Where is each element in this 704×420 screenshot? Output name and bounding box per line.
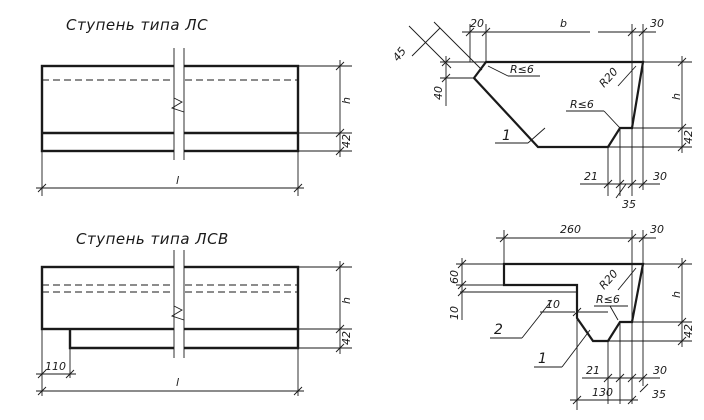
dim-42: 42 [682,324,695,338]
dim-42: 42 [340,331,353,345]
dim-60: 60 [448,270,461,284]
section-ls-profile [472,60,645,149]
dim-35: 35 [652,388,666,401]
r6-inner: R≤6 [570,98,594,111]
dim-h: h [670,93,683,100]
dim-40: 40 [432,86,445,100]
callout-1: 1 [502,128,511,144]
dim-30-top: 30 [650,223,664,236]
dim-h: h [670,291,683,298]
break-symbol [170,305,185,321]
dim-110: 110 [45,360,66,373]
dim-10-inner: 10 [546,298,560,311]
callout-2: 2 [494,322,503,338]
dim-130: 130 [592,386,613,399]
break-symbol [170,97,185,113]
r6: R≤6 [596,293,620,306]
view-ls: h 42 l [36,48,353,196]
dim-35: 35 [622,198,636,211]
dim-42: 42 [340,134,353,148]
dim-l: l [176,174,179,187]
dim-l: l [176,376,179,389]
dim-h: h [340,297,353,304]
section-lsv: 260 30 60 10 10 R20 R≤6 h 42 [448,223,695,410]
section-ls: 20 b 30 45 40 R≤6 R20 R≤6 h 42 [390,17,695,211]
dim-h: h [340,97,353,104]
callout-1: 1 [538,351,547,367]
dim-30-bottom: 30 [653,364,667,377]
dim-45: 45 [390,45,409,64]
dim-30-top: 30 [650,17,664,30]
dim-21: 21 [586,364,600,377]
section-lsv-profile [502,262,645,343]
dim-21: 21 [584,170,598,183]
dim-260: 260 [560,223,581,236]
step-lsv-top [40,265,300,331]
step-ls-outline [40,64,300,153]
view-lsv: h 42 110 l [36,250,353,396]
dim-20: 20 [470,17,484,30]
r6-top-left: R≤6 [510,63,534,76]
dim-30-bottom: 30 [653,170,667,183]
title-lsv: Ступень типа ЛСВ [76,230,229,248]
dim-b: b [560,17,567,30]
title-ls: Ступень типа ЛС [66,16,208,34]
dim-10-left: 10 [448,306,461,320]
dim-42: 42 [682,130,695,144]
